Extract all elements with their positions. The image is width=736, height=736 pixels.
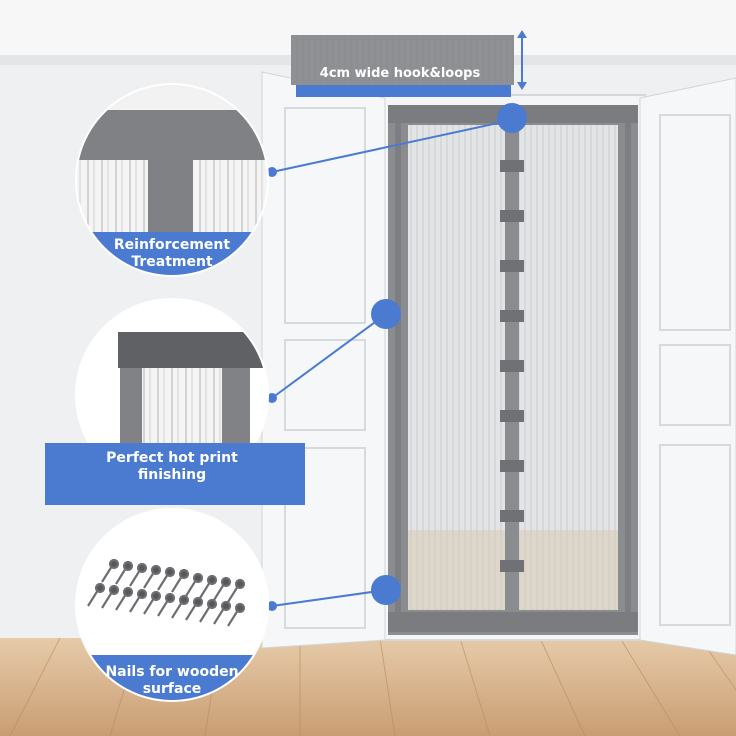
connector-end-3 — [267, 601, 277, 611]
reinforcement-label-line1: Reinforcement — [114, 237, 230, 253]
mesh-screen-curtain — [388, 105, 638, 635]
callout-dot-middle — [371, 299, 401, 329]
nails-label-line1: Nails for wooden — [105, 664, 238, 680]
callout-dot-bottom — [371, 575, 401, 605]
hot-print-label-line1: Perfect hot print — [106, 450, 238, 466]
hot-print-label-bar — [45, 443, 305, 505]
hook-loop-strip: 4cm wide hook&loops — [291, 30, 527, 97]
hot-print-label-line2: finishing — [138, 467, 206, 483]
nails-label-line2: surface — [143, 681, 202, 697]
connector-end-1 — [267, 167, 277, 177]
right-door-leaf — [639, 77, 736, 656]
connector-end-2 — [267, 393, 277, 403]
callout-connectors — [271, 119, 513, 607]
magnet-tabs — [500, 160, 524, 572]
hook-loop-label: 4cm wide hook&loops — [320, 66, 481, 81]
hook-loop-label-bar — [296, 85, 511, 97]
callout-nails: Nails for wooden surface — [75, 508, 269, 702]
nails-icon — [87, 558, 246, 627]
callout-dot-top — [497, 103, 527, 133]
reinforcement-label-line2: Treatment — [131, 254, 213, 270]
